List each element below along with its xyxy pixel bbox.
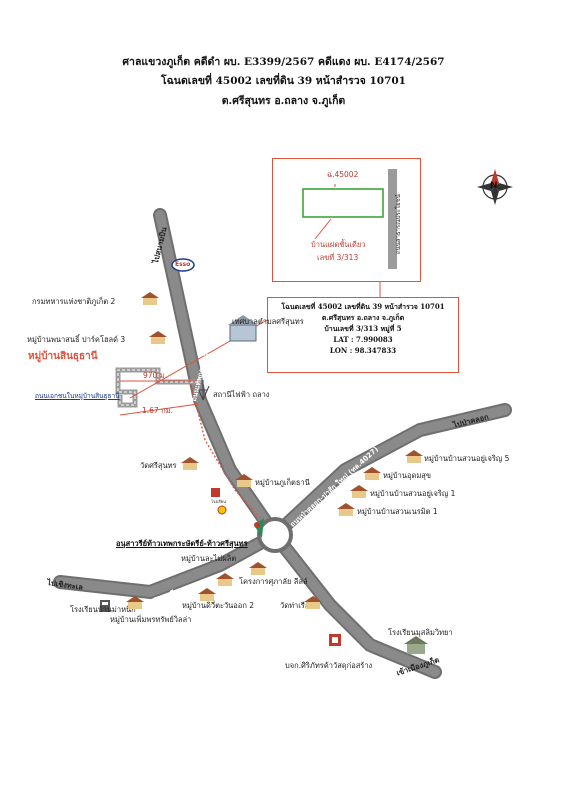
place-label: บจก.ศิริภัทรค้าวัสดุก่อสร้าง [285,661,373,670]
place-label: หมู่บ้านบ้านสวนอยู่เจริญ 1 [370,489,456,498]
fuel-station-icon [211,488,220,497]
header-line-2: โฉนดเลขที่ 45002 เลขที่ดิน 39 หน้าสำรวจ … [161,75,406,87]
place-label: หมู่บ้านเพิ่มพรทรัพย์วิลล่า [110,615,192,624]
place-label: หมู่บ้านพนาสนธิ์ ปาร์คโฮลด์ 3 [27,335,126,344]
inset-road-label: ถนนสาธารณประโยชน์ [395,194,402,254]
place-label: หมู่บ้านภูเก็ตธานี [255,478,310,487]
house-icon [248,560,268,575]
parcel-inset: ฉ.45002 ถนนสาธารณประโยชน์ บ้านแฝดชั้นเดี… [272,158,421,282]
info-box: โฉนดเลขที่ 45002 เลขที่ดิน 39 หน้าสำรวจ … [267,297,459,373]
school-icon [100,600,110,612]
shell-logo [217,505,227,515]
header-line-3: ต.ศรีสุนทร อ.ถลาง จ.ภูเก็ต [221,95,346,107]
house-icon [336,501,356,516]
route-dotted [189,379,263,521]
place-label: กรมทหารแห่งชาติภูเก็ต 2 [32,297,116,306]
monument-icon [254,518,264,538]
place-label: โรงเรียน [211,499,226,504]
info-location: ต.ศรีสุนทร อ.ถลาง จ.ภูเก็ต [321,313,405,322]
place-label: หมู่บ้านบ้านสวนอยู่เจริญ 5 [424,454,510,463]
place-label: โครงการศุภาลัย ลีลล์ [239,577,308,586]
parcel-outline [302,188,384,218]
place-label: หมู่บ้านบ้านสวนเนรมิต 1 [357,507,438,516]
house-icon [349,483,369,498]
place-label: หมู่บ้านดิวี่ตะวันออก 2 [182,601,255,610]
header-line-1: ศาลแขวงภูเก็ต คดีดำ ผบ. E3399/2567 คดีแด… [122,56,445,68]
house-icon [234,472,254,487]
road-label-project: ถนนเอกชนในหมู่บ้านสินธุธานี [35,392,120,400]
place-label: วัดศรีสุนทร [140,461,177,470]
compass-letter: N [490,181,498,191]
project-name: หมู่บ้านสินธุธานี [28,351,98,362]
info-lat: LAT : 7.990083 [333,335,393,344]
parcel-inset-svg [302,169,397,269]
municipality-icon [228,315,258,342]
place-label: โรงเรียนบ้านม่าหนิก [70,605,136,614]
house-icon [140,290,160,305]
distance-167km: 1.67 กม. [142,406,173,415]
parcel-label: ฉ.45002 [327,170,359,179]
place-label: เทศบาลตำบลศรีสุนทร [232,317,304,326]
inset-road [388,169,397,269]
power-tower-icon [196,380,210,401]
house-icon [362,465,382,480]
place-label: สถานีไฟฟ้า ถลาง [213,390,270,399]
info-deed: โฉนดเลขที่ 45002 เลขที่ดิน 39 หน้าสำรวจ … [281,302,445,311]
house-icon [303,594,323,609]
esso-text: Esso [175,261,191,268]
info-house: บ้านเลขที่ 3/313 หมู่ที่ 5 [324,324,402,333]
house-icon [197,586,217,601]
inset-house-label: บ้านแฝดชั้นเดียว [311,240,366,249]
distance-line-2 [119,403,199,416]
place-label: หมู่บ้านอุดมสุข [383,471,432,480]
house-icon [148,329,168,344]
house-icon [180,455,200,470]
house-icon [215,571,235,586]
place-label: วัดท่าเรือ [280,601,310,610]
inset-house-number: เลขที่ 3/313 [317,253,359,262]
roundabout [257,517,293,553]
place-label: โรงเรียนมุสลิมวิทยา [388,628,453,637]
info-lon: LON : 98.347833 [329,346,397,355]
monument-label: อนุสาวรีย์ท้าวเทพกระษัตรีย์-ท้าวศรีสุนทร [116,539,248,548]
distance-970m: 970 ม. [143,371,168,380]
project-access-road [115,367,198,408]
place-label: หมู่บ้านละไม่ผลิต [181,554,237,563]
school-right-icon [404,636,428,654]
house-icon [404,448,424,463]
house-icon [125,594,145,609]
esso-logo [171,258,195,272]
